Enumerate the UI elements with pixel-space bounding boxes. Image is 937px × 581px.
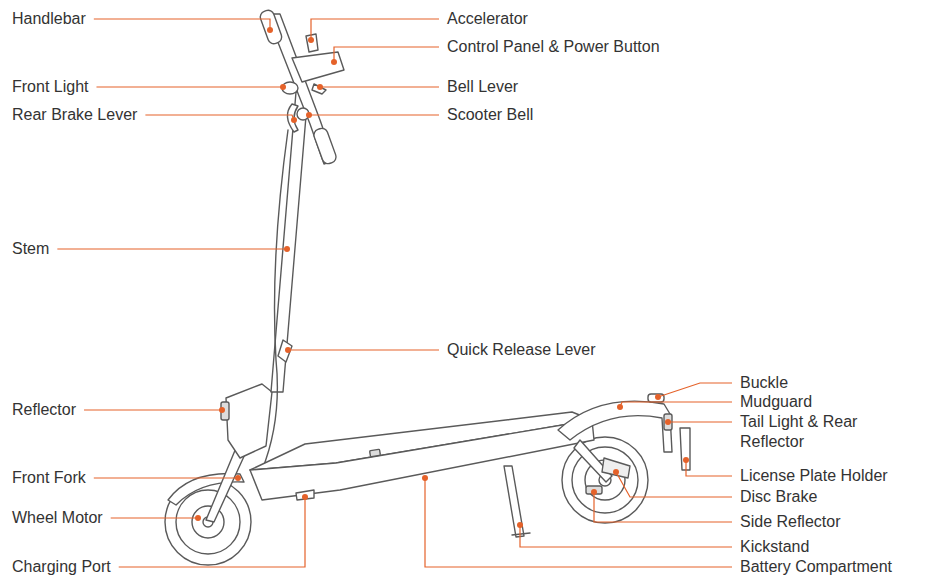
leader-dot (306, 112, 312, 118)
leader-dot (317, 84, 323, 90)
part-label: License Plate Holder (740, 466, 888, 486)
leader-line (309, 114, 439, 115)
part-label: Quick Release Lever (447, 340, 596, 360)
part-label: Front Light (12, 77, 88, 97)
leader-dot (235, 475, 241, 481)
leader-line (520, 525, 732, 547)
part-label: Battery Compartment (740, 557, 892, 577)
part-label: Reflector (12, 400, 76, 420)
leader-line (311, 19, 439, 40)
leader-line (320, 86, 439, 87)
part-label: Front Fork (12, 468, 86, 488)
part-label: Wheel Motor (12, 508, 103, 528)
part-label: Side Reflector (740, 512, 841, 532)
leader-line (616, 472, 732, 497)
part-label: Stem (12, 239, 49, 259)
part-label: Control Panel & Power Button (447, 37, 660, 57)
leader-line (145, 115, 294, 120)
leader-dot (683, 457, 689, 463)
leader-dot (517, 522, 523, 528)
leader-line (119, 497, 305, 567)
leader-line (334, 47, 439, 62)
leader-dot (267, 27, 273, 33)
part-label: Scooter Bell (447, 105, 533, 125)
leader-dot (617, 404, 623, 410)
part-label: Bell Lever (447, 77, 518, 97)
leader-dot (284, 246, 290, 252)
leader-line (94, 19, 270, 30)
part-label: Charging Port (12, 557, 111, 577)
part-label: Buckle (740, 373, 788, 393)
leader-dot (195, 515, 201, 521)
part-label: Tail Light & Rear Reflector (740, 412, 858, 452)
leader-dot (302, 494, 308, 500)
leader-line (425, 478, 732, 567)
leader-dot (655, 394, 661, 400)
leader-dot (291, 117, 297, 123)
leader-line (620, 402, 732, 407)
leader-line (111, 517, 198, 518)
leader-line (57, 248, 287, 249)
leader-line (288, 349, 439, 350)
leader-line (668, 421, 732, 422)
leader-line (84, 409, 222, 410)
part-label: Accelerator (447, 9, 528, 29)
leader-dot (308, 37, 314, 43)
part-label: Mudguard (740, 392, 812, 412)
leader-dot (665, 419, 671, 425)
leader-line (94, 477, 238, 478)
leader-line (96, 86, 283, 87)
leader-dot (285, 347, 291, 353)
leader-dot (613, 469, 619, 475)
leader-line (594, 492, 732, 522)
leader-line (658, 383, 732, 397)
part-label: Rear Brake Lever (12, 105, 137, 125)
leader-dot (219, 407, 225, 413)
part-label: Kickstand (740, 537, 809, 557)
leader-line (686, 460, 732, 476)
leader-dot (422, 475, 428, 481)
leader-dot (591, 489, 597, 495)
leader-dot (331, 59, 337, 65)
leader-dot (280, 84, 286, 90)
part-label: Disc Brake (740, 487, 817, 507)
part-label: Handlebar (12, 9, 86, 29)
